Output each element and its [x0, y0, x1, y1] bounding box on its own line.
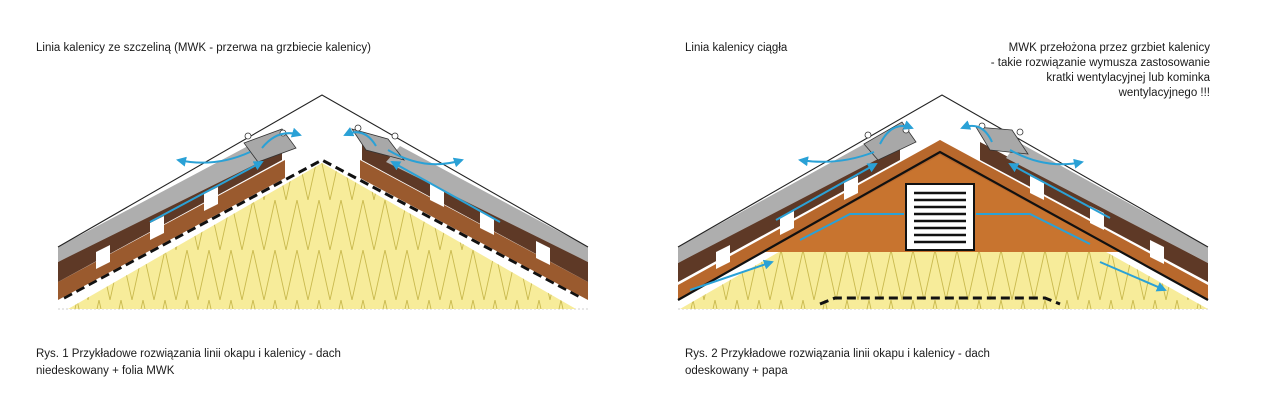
- rafter-right: [360, 160, 588, 300]
- attic-airflow: [799, 213, 1091, 245]
- figure2-diagram: [677, 94, 1210, 310]
- figure1-caption: Rys. 1 Przykładowe rozwiązania linii oka…: [36, 346, 341, 380]
- roof-covering-left-2: [678, 142, 880, 263]
- airflow-arrows: [149, 127, 501, 223]
- figure2-note-line2: - takie rozwiązanie wymusza zastosowanie: [990, 57, 1210, 69]
- figure2-note-line1: MWK przełożona przez grzbiet kalenicy: [1008, 42, 1210, 54]
- vent-grille: [905, 183, 975, 251]
- ceiling-dashed: [819, 296, 1061, 306]
- figure2-caption: Rys. 2 Przykładowe rozwiązania linii oka…: [685, 346, 990, 380]
- figure2-caption-line2: odeskowany + papa: [685, 365, 788, 377]
- roof-covering-right-2: [1006, 142, 1208, 263]
- figure2-label: Linia kalenicy ciągła: [685, 42, 788, 54]
- figure1-diagram: [57, 94, 589, 310]
- felt-line: [677, 150, 1209, 301]
- figure2-note-line4: wentylacyjnego !!!: [1118, 87, 1210, 99]
- roof-covering-right: [386, 146, 588, 262]
- roof-outline-2: [677, 94, 1209, 248]
- figure2-caption-line1: Rys. 2 Przykładowe rozwiązania linii oka…: [685, 348, 990, 360]
- airflow-arrows-2: [689, 120, 1167, 292]
- insulation-hatch: [68, 163, 576, 309]
- ridge-tile-left: [243, 128, 297, 163]
- figure1-label: Linia kalenicy ze szczeliną (MWK - przer…: [36, 42, 371, 54]
- figure2-note: MWK przełożona przez grzbiet kalenicy - …: [991, 41, 1210, 101]
- roof-outline: [57, 94, 589, 248]
- figure2-note-line3: kratki wentylacyjnej lub kominka: [1046, 72, 1210, 84]
- ridge-tile-right-2: [975, 122, 1029, 155]
- figure1-caption-line2: niedeskowany + folia MWK: [36, 365, 175, 377]
- roof-covering-left: [58, 146, 260, 262]
- rafter-left: [58, 160, 285, 300]
- figure1-caption-line1: Rys. 1 Przykładowe rozwiązania linii oka…: [36, 348, 341, 360]
